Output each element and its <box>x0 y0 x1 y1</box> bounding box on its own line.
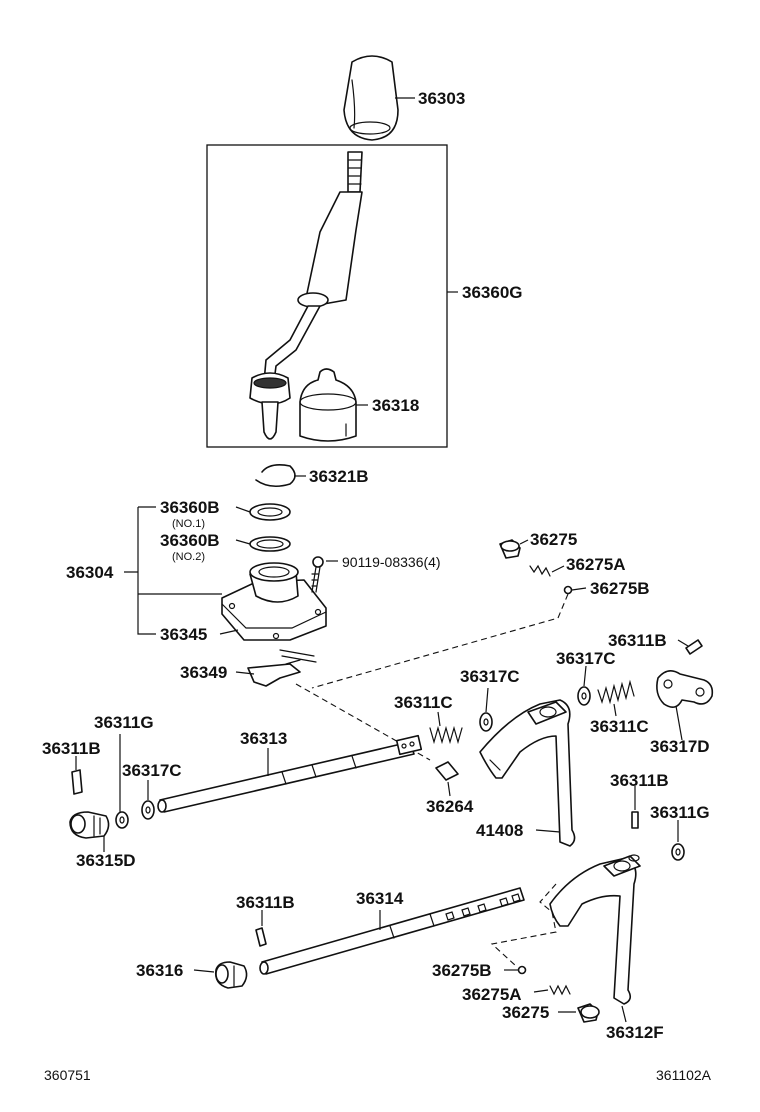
interlock-pin[interactable] <box>435 761 459 781</box>
bolt-90119[interactable] <box>311 556 324 593</box>
leader-36317C-right <box>583 665 587 687</box>
label-36345: 36345 <box>160 625 207 644</box>
plug-top[interactable] <box>499 539 521 559</box>
label-36311C-mid: 36311C <box>394 693 453 712</box>
label-36275A-top: 36275A <box>566 555 626 574</box>
shift-rod-36314[interactable] <box>259 887 525 975</box>
label-36360B-no2: 36360B <box>160 531 220 550</box>
shift-fork-41408[interactable] <box>479 699 576 847</box>
shift-head-36315D[interactable] <box>69 811 110 839</box>
label-36314: 36314 <box>356 889 404 908</box>
label-90119: 90119-08336(4) <box>342 554 441 570</box>
ring-left[interactable] <box>115 811 129 829</box>
label-36360G: 36360G <box>462 283 523 302</box>
label-36311B-left: 36311B <box>42 739 101 758</box>
spring-mid[interactable] <box>429 725 463 745</box>
dash-line-lower-detent <box>490 883 557 967</box>
label-36321B: 36321B <box>309 467 369 486</box>
leader-36360B-2 <box>235 539 251 545</box>
label-36275-low: 36275 <box>502 1003 549 1022</box>
lever-boot[interactable] <box>299 368 357 442</box>
leader-41408 <box>535 829 561 833</box>
spring-right[interactable] <box>597 679 635 705</box>
leader-36316 <box>193 969 215 973</box>
label-36317C-left: 36317C <box>122 761 182 780</box>
label-36312F: 36312F <box>606 1023 664 1042</box>
ball-top[interactable] <box>563 585 573 595</box>
leader-36312F <box>621 1005 627 1023</box>
label-36316: 36316 <box>136 961 183 980</box>
ring-right[interactable] <box>671 843 685 861</box>
leader-36317D <box>675 705 683 741</box>
label-36313: 36313 <box>240 729 287 748</box>
label-no1: (NO.1) <box>172 518 205 530</box>
label-36360B-no1: 36360B <box>160 498 220 517</box>
label-36311B-right: 36311B <box>610 771 669 790</box>
shift-head-36317D[interactable] <box>656 670 714 708</box>
pin-left[interactable] <box>71 769 83 795</box>
label-36311G-left: 36311G <box>94 713 154 732</box>
washer-right[interactable] <box>577 686 591 706</box>
footer-right-code: 361102A <box>656 1067 712 1083</box>
leader-36275-top <box>519 539 529 545</box>
leader-36311C-mid <box>437 711 441 727</box>
label-41408: 41408 <box>476 821 523 840</box>
shift-lever-retainer[interactable] <box>221 562 327 641</box>
label-36303: 36303 <box>418 89 465 108</box>
bracket-36304 <box>124 506 222 635</box>
shift-rod-36313[interactable] <box>157 734 423 813</box>
shift-knob[interactable] <box>343 55 399 141</box>
seat-no1[interactable] <box>249 503 291 521</box>
label-36304: 36304 <box>66 563 114 582</box>
label-no2: (NO.2) <box>172 551 205 563</box>
washer-left[interactable] <box>141 800 155 820</box>
snap-ring[interactable] <box>255 464 296 488</box>
leader-36264 <box>447 781 451 797</box>
dash-line-top-detent <box>311 593 569 689</box>
pin-low[interactable] <box>255 927 267 947</box>
plug-low[interactable] <box>577 1003 600 1023</box>
leader-36275B-top <box>571 587 587 591</box>
label-36275B-low: 36275B <box>432 961 492 980</box>
pin-right[interactable] <box>631 811 639 829</box>
spring-low[interactable] <box>549 984 571 996</box>
label-36311C-right: 36311C <box>590 717 649 736</box>
leader-36311C-right <box>613 703 617 717</box>
label-36318: 36318 <box>372 396 419 415</box>
footer-left-code: 360751 <box>44 1067 91 1083</box>
label-36275-top: 36275 <box>530 530 577 549</box>
leader-36311B-topright <box>677 639 689 647</box>
lock-plate[interactable] <box>247 649 317 687</box>
label-36311B-low: 36311B <box>236 893 295 912</box>
label-36275B-top: 36275B <box>590 579 650 598</box>
label-36317C-mid: 36317C <box>460 667 520 686</box>
washer-mid[interactable] <box>479 712 493 732</box>
leader-36349 <box>235 671 255 675</box>
leader-36360B-1 <box>235 506 251 513</box>
label-36315D: 36315D <box>76 851 136 870</box>
leader-36275A-low <box>533 989 549 993</box>
seat-no2[interactable] <box>249 536 291 552</box>
label-36311B-topright: 36311B <box>608 631 667 650</box>
spring-top[interactable] <box>529 564 551 577</box>
leader-36317C-mid <box>485 687 489 713</box>
pin-top-right[interactable] <box>685 639 703 655</box>
shift-head-36316[interactable] <box>214 961 248 989</box>
lever-assembly-box <box>206 144 448 448</box>
label-36349: 36349 <box>180 663 227 682</box>
label-36317D: 36317D <box>650 737 710 756</box>
shift-lever[interactable] <box>249 151 363 440</box>
label-36311G-right: 36311G <box>650 803 710 822</box>
label-36317C-right: 36317C <box>556 649 616 668</box>
dash-line-interlock <box>295 683 431 761</box>
leader-36345 <box>219 629 239 635</box>
shift-fork-36312F[interactable] <box>549 854 641 1005</box>
leader-36275A-top <box>551 565 565 573</box>
label-36264: 36264 <box>426 797 474 816</box>
ball-low[interactable] <box>517 965 527 975</box>
label-36275A-low: 36275A <box>462 985 522 1004</box>
